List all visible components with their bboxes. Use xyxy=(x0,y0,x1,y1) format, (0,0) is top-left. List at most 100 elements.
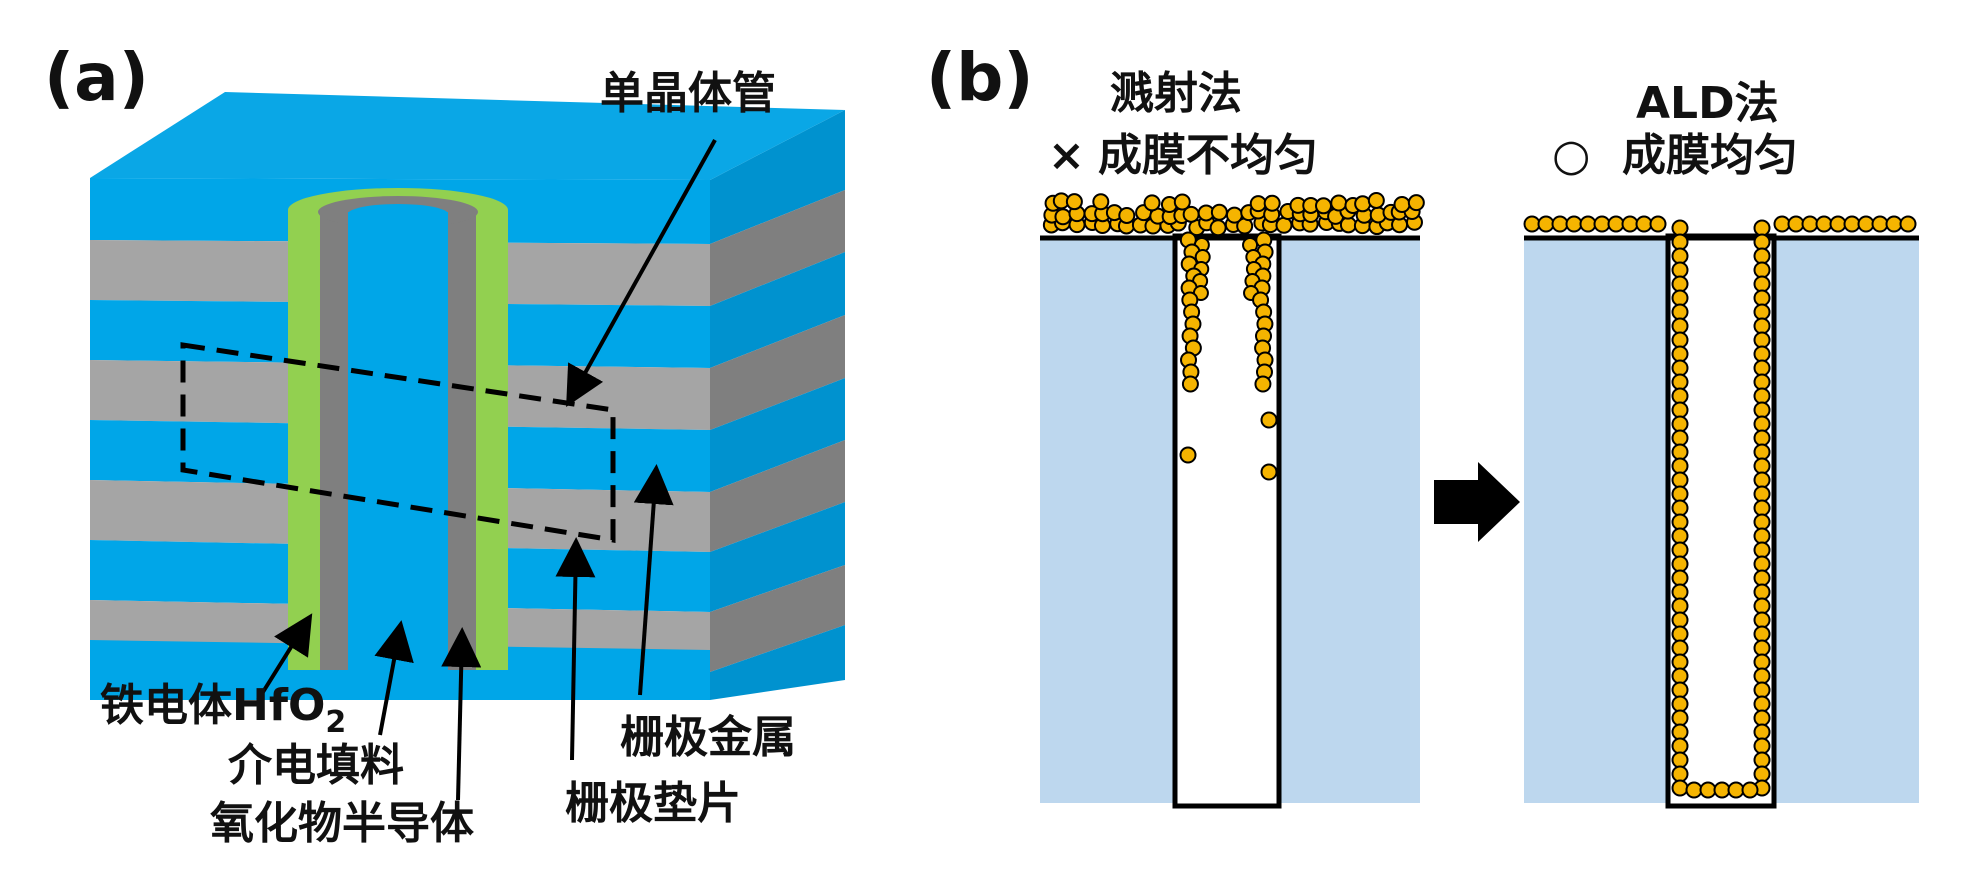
particle xyxy=(1551,215,1569,233)
particle xyxy=(1671,765,1689,783)
particle xyxy=(1699,781,1717,799)
particle xyxy=(1649,215,1667,233)
particle xyxy=(1671,723,1689,741)
particle xyxy=(1753,723,1771,741)
particle xyxy=(1314,197,1332,215)
particle xyxy=(1607,215,1625,233)
particle xyxy=(1671,499,1689,517)
particle xyxy=(1753,583,1771,601)
particle xyxy=(1393,196,1411,214)
particle xyxy=(1523,215,1541,233)
particle xyxy=(1671,625,1689,643)
arrow-oxide-semiconductor xyxy=(441,627,482,801)
arrow-gate-metal xyxy=(633,464,674,696)
particle xyxy=(1753,275,1771,293)
particle xyxy=(1181,375,1199,393)
particle xyxy=(1565,215,1583,233)
ald-trench-diagram xyxy=(1523,215,1919,809)
particle xyxy=(1753,317,1771,335)
particle xyxy=(1671,597,1689,615)
particle xyxy=(1753,233,1771,251)
particle xyxy=(1260,411,1278,429)
ald-result: 成膜均匀 xyxy=(1622,130,1798,181)
particle xyxy=(1753,681,1771,699)
particle xyxy=(1330,194,1348,212)
particle xyxy=(1753,387,1771,405)
particle xyxy=(1671,471,1689,489)
particle xyxy=(1537,215,1555,233)
particle xyxy=(1787,215,1805,233)
particle xyxy=(1801,215,1819,233)
arrow-single-transistor xyxy=(566,139,717,407)
ald-particles xyxy=(1523,215,1917,799)
particle xyxy=(1753,303,1771,321)
particle xyxy=(1753,555,1771,573)
particle xyxy=(1671,443,1689,461)
particle xyxy=(1407,194,1425,212)
particle xyxy=(1209,219,1227,237)
particle xyxy=(1179,446,1197,464)
particle xyxy=(1671,779,1689,797)
particle xyxy=(1671,387,1689,405)
arrow-ferroelectric xyxy=(256,613,313,702)
panel-a: (a) xyxy=(44,39,845,849)
particle xyxy=(1741,781,1759,799)
ald-circle-mark: ○ xyxy=(1552,130,1590,181)
particle xyxy=(1753,513,1771,531)
particle xyxy=(1593,215,1611,233)
particle xyxy=(1671,289,1689,307)
particle xyxy=(1092,193,1110,211)
particle xyxy=(1753,737,1771,755)
particle xyxy=(1671,611,1689,629)
particle xyxy=(1671,331,1689,349)
label-dielectric-fill: 介电填料 xyxy=(228,740,404,791)
particle xyxy=(1671,639,1689,657)
particle xyxy=(1753,457,1771,475)
particle xyxy=(1671,261,1689,279)
particle xyxy=(1753,429,1771,447)
gate-stack-3d-model xyxy=(90,92,845,700)
label-oxide-semiconductor: 氧化物半导体 xyxy=(210,798,474,849)
particle xyxy=(1671,219,1689,237)
particle xyxy=(1753,667,1771,685)
particle xyxy=(1671,569,1689,587)
arrow-gate-pad xyxy=(555,537,596,761)
label-ferroelectric-hfo2: 铁电体HfO2 xyxy=(100,680,346,740)
particle xyxy=(1753,639,1771,657)
sputter-trench-diagram xyxy=(1040,191,1425,809)
particle xyxy=(1753,345,1771,363)
particle xyxy=(1753,373,1771,391)
particle xyxy=(1621,215,1639,233)
label-gate-pad: 栅极垫片 xyxy=(565,778,741,829)
particle xyxy=(1671,317,1689,335)
particle xyxy=(1671,513,1689,531)
panel-a-label: (a) xyxy=(44,39,149,116)
panel-b-label: (b) xyxy=(926,39,1034,116)
sputter-title: 溅射法 xyxy=(1110,68,1242,119)
particle xyxy=(1367,191,1385,209)
particle xyxy=(1753,765,1771,783)
particle xyxy=(1671,751,1689,769)
particle xyxy=(1671,709,1689,727)
particle xyxy=(1885,215,1903,233)
particle xyxy=(1671,415,1689,433)
particle xyxy=(1753,541,1771,559)
particle xyxy=(1671,457,1689,475)
particle xyxy=(1671,401,1689,419)
label-gate-metal: 栅极金属 xyxy=(620,712,796,763)
particle xyxy=(1671,247,1689,265)
particle xyxy=(1671,373,1689,391)
particle xyxy=(1753,359,1771,377)
particle xyxy=(1753,261,1771,279)
particle xyxy=(1143,194,1161,212)
particle xyxy=(1843,215,1861,233)
particle xyxy=(1260,463,1278,481)
particle xyxy=(1671,275,1689,293)
particle xyxy=(1753,611,1771,629)
particle xyxy=(1065,193,1083,211)
particle xyxy=(1753,709,1771,727)
particle xyxy=(1753,471,1771,489)
particle xyxy=(1753,401,1771,419)
particle xyxy=(1635,215,1653,233)
